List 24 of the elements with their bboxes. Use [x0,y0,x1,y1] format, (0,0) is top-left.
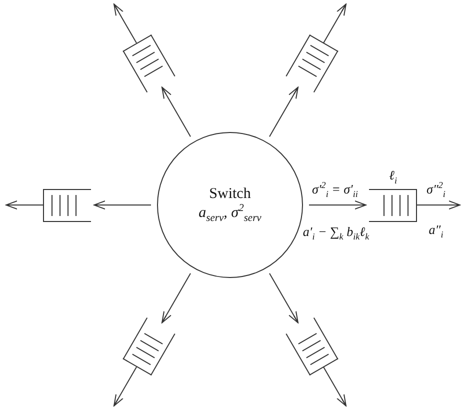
arrow [416,200,460,210]
arrow [269,86,298,138]
departure-rate-label: a″$_{i}$ [428,223,444,240]
switch-title: Switch [209,184,251,203]
queue-length-label: ℓ$_{i}$ [389,168,397,186]
queue [285,34,338,93]
queue [369,188,417,222]
arrow [6,200,44,210]
arrow [162,86,191,138]
arrow [94,200,152,210]
arrow [308,200,366,210]
arrow [162,272,191,324]
queue [285,317,338,376]
queue [43,188,91,222]
arrow [114,366,137,406]
arrival-rate-label: a′$_{i}$ − ∑$_{k}$ b$_{ik}$ℓ$_{k}$ [302,225,370,242]
switch-circle [157,132,303,278]
arrow [323,366,346,406]
arrow [114,4,137,44]
arrow [269,272,298,324]
queue [122,34,175,93]
queue [122,317,175,376]
edge-label: σ′$^{2}$$_{i}$ = σ′$_{ii}$ [312,180,358,199]
arrow [323,4,346,44]
